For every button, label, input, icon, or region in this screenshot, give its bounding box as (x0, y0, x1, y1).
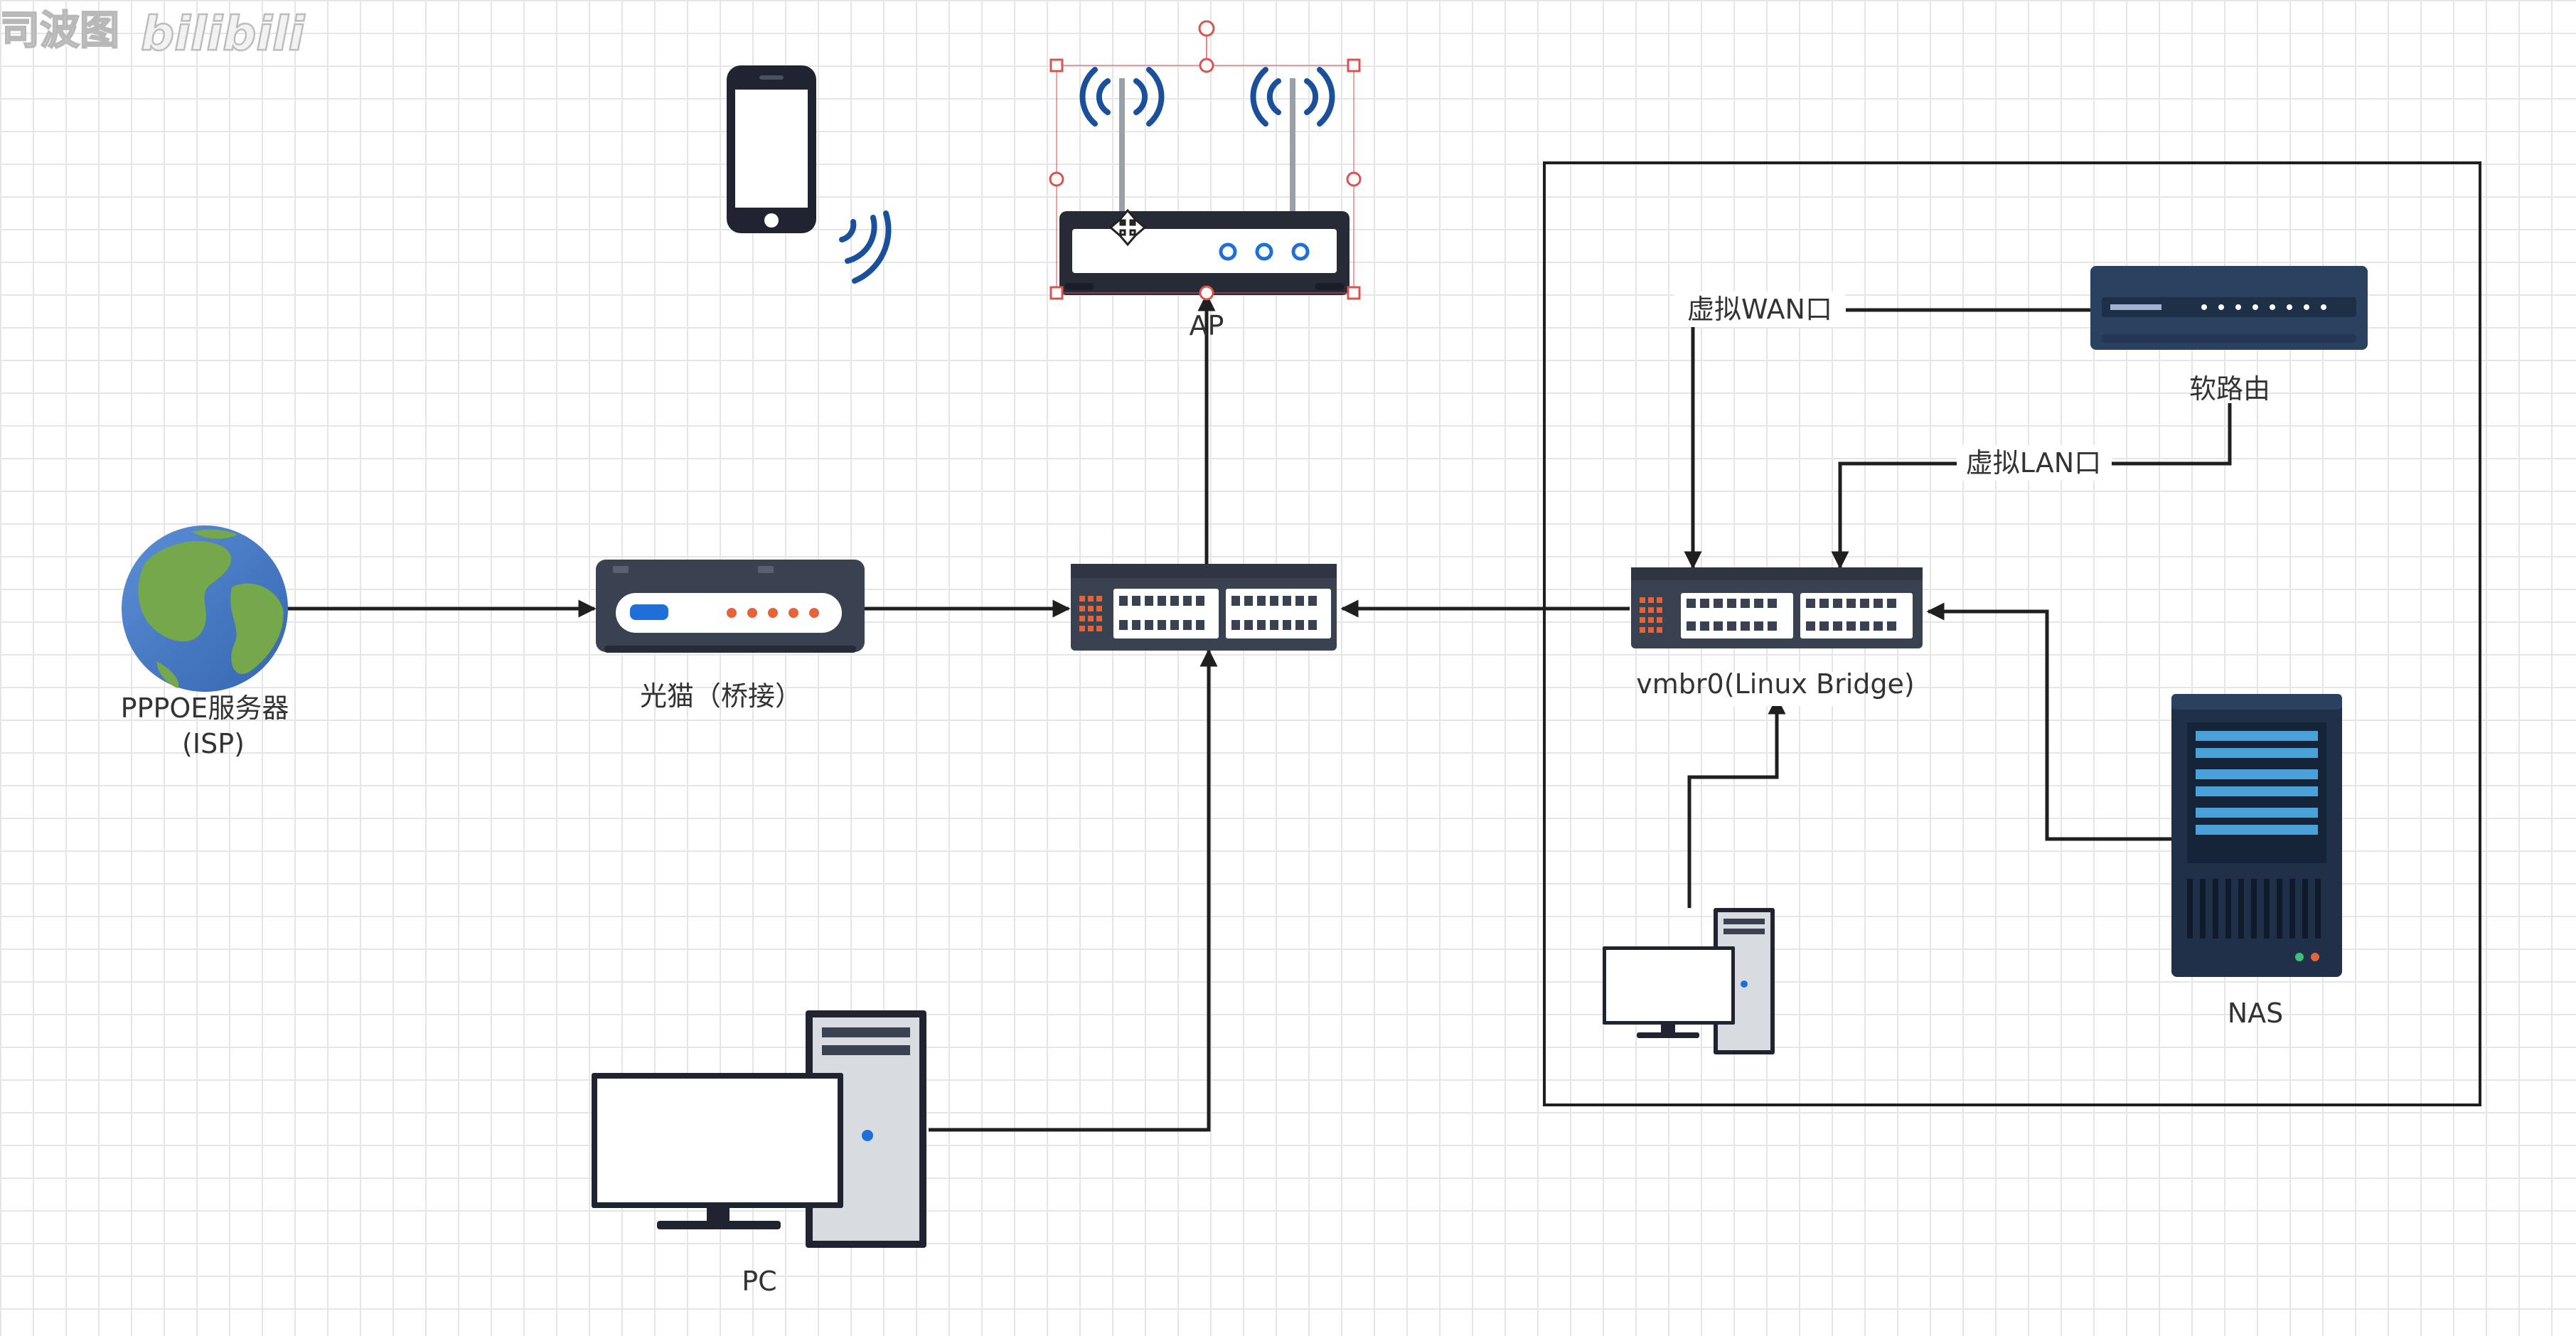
resize-handle-n[interactable] (1199, 58, 1214, 73)
move-cursor-icon (1108, 208, 1147, 247)
soft-router-label: 软路由 (2189, 373, 2270, 405)
connectors (286, 293, 2232, 1132)
isp-label-line2: (ISP) (182, 728, 245, 759)
desktop-pc-icon (592, 1010, 926, 1248)
nas-label: NAS (2228, 998, 2284, 1029)
virtualization-host-box[interactable] (1543, 161, 2481, 1106)
nas-node[interactable]: NAS (2171, 694, 2342, 1029)
connector-vmpc-to-vmbr0[interactable] (1687, 696, 1786, 908)
ap-node[interactable]: AP (1049, 20, 1362, 341)
soft-router-node[interactable]: 软路由 (2090, 266, 2368, 405)
vmbr0-label: vmbr0(Linux Bridge) (1636, 668, 1914, 700)
resize-handle-se[interactable] (1347, 286, 1361, 300)
network-switch-icon (1071, 564, 1337, 651)
watermark: 司波图 bilibili (0, 6, 306, 63)
smartphone-node[interactable] (727, 65, 892, 284)
selection-box (1049, 20, 1362, 301)
nas-server-icon (2171, 694, 2342, 977)
resize-handle-nw[interactable] (1049, 58, 1064, 73)
watermark-brand-text: bilibili (141, 6, 306, 61)
connector-lan-to-vmbr0[interactable] (1831, 461, 1957, 570)
connector-pc-to-switch[interactable] (929, 648, 1218, 1132)
resize-handle-ne[interactable] (1347, 58, 1361, 73)
modem-label: 光猫（桥接） (640, 680, 802, 712)
isp-label-line1: PPPOE服务器 (121, 693, 289, 724)
desktop-pc-icon (1603, 908, 1775, 1054)
isp-node[interactable]: PPPOE服务器 (ISP) (121, 525, 289, 759)
edge-label-virtual-wan: 虚拟WAN口 (1687, 294, 1832, 325)
modem-node[interactable]: 光猫（桥接） (596, 560, 865, 712)
connector-softrouter-lan-segment[interactable] (2110, 403, 2232, 466)
resize-handle-w[interactable] (1049, 171, 1064, 187)
vm-pc-node[interactable] (1603, 908, 1775, 1054)
resize-handle-sw[interactable] (1049, 286, 1064, 300)
wireless-router-icon (1059, 67, 1350, 295)
network-switch-icon (1631, 567, 1923, 648)
vmbr0-node[interactable]: vmbr0(Linux Bridge) (1631, 567, 1923, 706)
rotate-handle[interactable] (1198, 20, 1215, 37)
resize-handle-e[interactable] (1346, 171, 1362, 187)
wifi-signal-icon (839, 210, 892, 284)
smartphone-icon (727, 65, 816, 233)
watermark-channel-text: 司波图 (0, 8, 119, 54)
edge-labels: 虚拟WAN口 虚拟LAN口 (1674, 292, 2112, 481)
globe-icon (122, 525, 288, 692)
edge-label-virtual-lan: 虚拟LAN口 (1966, 447, 2101, 479)
ap-label: AP (1190, 310, 1224, 341)
main-switch-node[interactable] (1071, 564, 1337, 651)
connector-nas-to-vmbr0[interactable] (1926, 602, 2173, 841)
modem-icon (596, 560, 865, 653)
pc-label: PC (742, 1266, 776, 1297)
router-icon (2090, 266, 2368, 350)
resize-handle-s[interactable] (1199, 285, 1214, 301)
pc-node[interactable]: PC (592, 1010, 926, 1297)
